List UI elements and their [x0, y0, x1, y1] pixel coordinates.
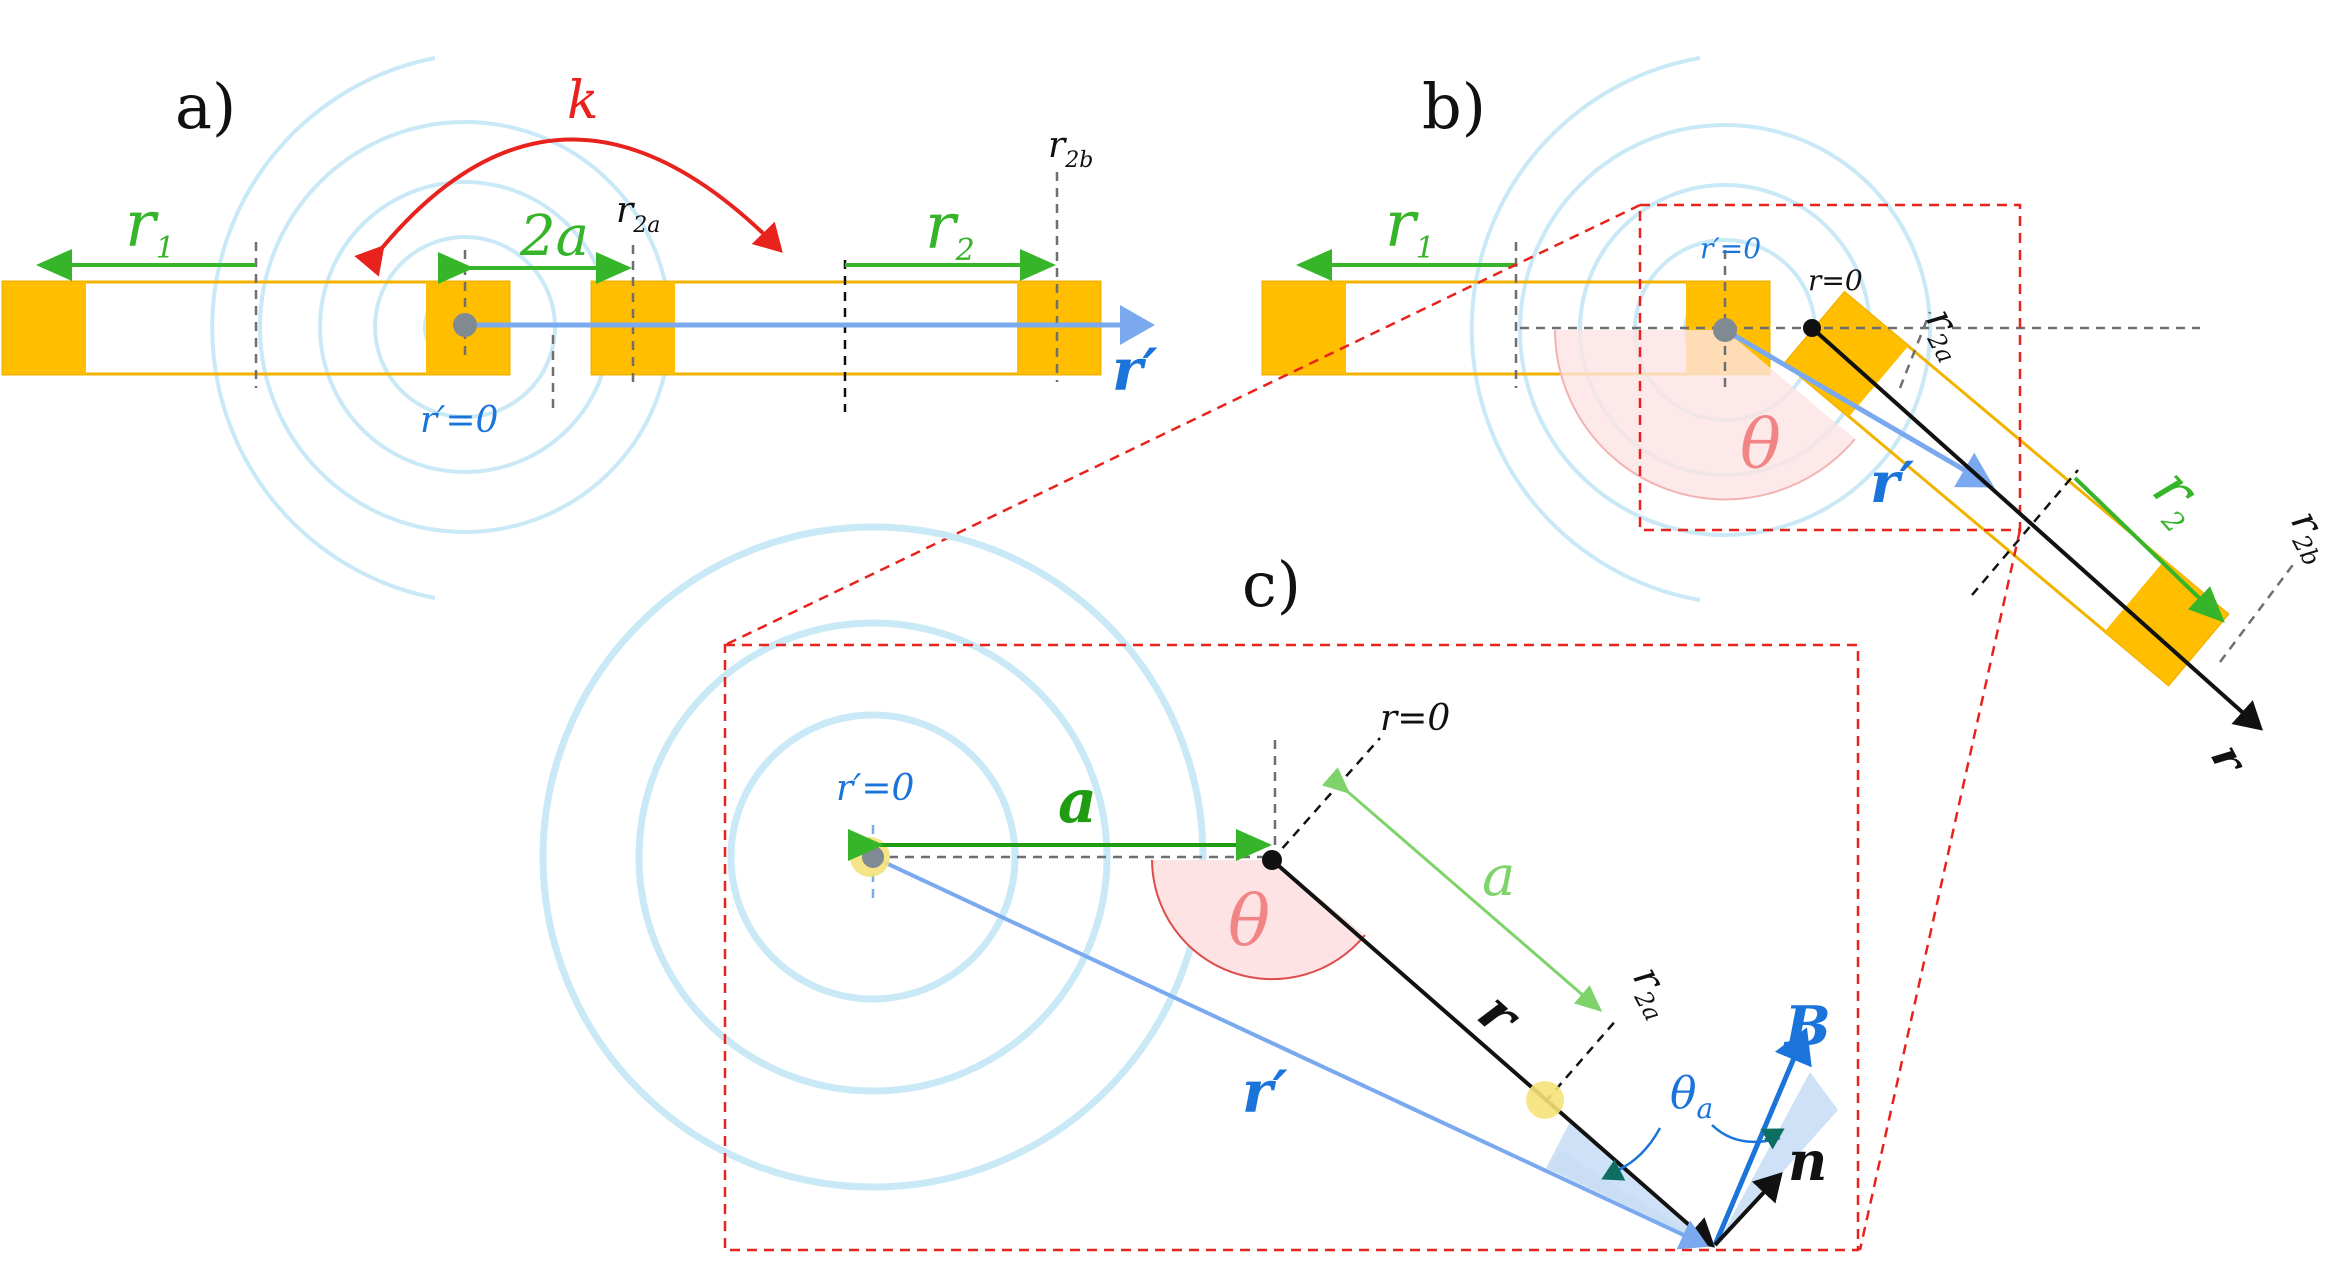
svg-text:r2a: r2a — [1620, 959, 1687, 1025]
svg-text:r2a: r2a — [616, 190, 660, 238]
zoom-box-detail — [723, 643, 1860, 1252]
wave-arc — [1469, 56, 1701, 602]
rprime-label: r′ — [1112, 336, 1158, 404]
n-label: n — [1788, 1129, 1827, 1193]
theta-sector — [1555, 330, 1855, 500]
theta-a-arrowhead-left — [1601, 1159, 1626, 1181]
theta-label: θ — [1740, 406, 1781, 485]
panel-a-label: a) — [175, 70, 236, 143]
r2b-subscript: 2b — [1064, 148, 1093, 173]
B-label: B — [1783, 994, 1831, 1058]
panel-b: b) r1 r′=0 r=0 r2a θ r′ r2 r2b r — [1261, 56, 2327, 783]
guide-line — [1271, 737, 1381, 861]
svg-text:θa: θa — [1670, 1068, 1713, 1125]
theta-a-curve-right — [1711, 1124, 1781, 1144]
r-label: r — [2200, 736, 2257, 783]
r-zero-label: r=0 — [1380, 698, 1450, 739]
rprime-label: r′ — [1870, 450, 1915, 516]
svg-text:r1: r1 — [1385, 188, 1435, 266]
wave-ring — [1518, 123, 1932, 537]
source-point — [453, 313, 477, 337]
element-r1-left-cap — [1263, 282, 1346, 374]
theta-sector — [1152, 860, 1365, 980]
r-origin-point — [1803, 319, 1821, 337]
a-label-horizontal: a — [1058, 767, 1097, 837]
theta-a-wedge-right — [1715, 1072, 1838, 1248]
rprime-arrow — [1723, 327, 1995, 488]
rprime-zero-label: r′=0 — [836, 768, 914, 809]
element-r2-right-cap — [1017, 282, 1100, 374]
n-vector — [1713, 1172, 1783, 1247]
B-vector — [1712, 1027, 1812, 1246]
two-a-label: 2a — [519, 204, 589, 269]
guide-line — [1898, 311, 1932, 389]
a-arrow-diagonal — [1321, 767, 1603, 1012]
element-r2-right-cap — [2104, 560, 2228, 685]
a-label-diagonal: a — [1482, 844, 1515, 909]
panel-c: c) r′=0 a r=0 a θ r2a r r′ θa B n — [539, 523, 1860, 1252]
theta-a-arrowhead-right — [1760, 1128, 1785, 1150]
rprime-label: r′ — [1242, 1058, 1288, 1126]
rprime-zero-label: r′=0 — [1700, 232, 1761, 265]
theta-arc — [1554, 329, 1856, 501]
r-origin-point — [1262, 850, 1282, 870]
r-zero-label: r=0 — [1808, 264, 1863, 297]
rprime-zero-label: r′=0 — [420, 400, 498, 441]
r1-label: r — [1385, 188, 1419, 262]
element-r1-left-cap — [3, 282, 86, 374]
panel-a: a) k 2a r1 r2 r2a r2b r′ r′=0 — [1, 56, 1158, 600]
svg-text:r2: r2 — [2136, 455, 2222, 539]
svg-text:r2: r2 — [925, 190, 975, 268]
svg-text:r2b: r2b — [2278, 503, 2327, 570]
r2a-label: r — [616, 190, 635, 231]
zoom-connector — [1858, 529, 2022, 1251]
theta-a-label: θ — [1670, 1068, 1697, 1119]
theta-a-wedge-left — [1546, 1122, 1715, 1248]
zoom-connector — [724, 203, 1641, 647]
r-arrow — [1810, 326, 2263, 731]
receiver-point — [1526, 1081, 1564, 1119]
k-arc-arrow — [354, 137, 783, 277]
rprime-arrow — [872, 855, 1709, 1250]
r2-arrow — [2073, 476, 2225, 623]
theta-label: θ — [1228, 880, 1270, 962]
source-point — [1713, 318, 1737, 342]
wave-arc — [210, 56, 436, 600]
r2a-subscript: 2a — [632, 213, 660, 238]
panel-c-label: c) — [1242, 548, 1301, 621]
r2-subscript: 2 — [955, 233, 975, 268]
r2-label: r — [925, 190, 959, 264]
r1-label: r — [125, 188, 159, 262]
guide-line — [2219, 561, 2296, 663]
svg-text:r2b: r2b — [1048, 125, 1093, 173]
theta-a-subscript: a — [1697, 1092, 1714, 1125]
source-point — [862, 846, 884, 868]
svg-text:r1: r1 — [125, 188, 175, 266]
panel-b-label: b) — [1422, 70, 1486, 143]
guide-line — [1971, 469, 2079, 596]
r1-subscript: 1 — [1416, 231, 1435, 266]
r2b-label: r — [1048, 125, 1067, 166]
k-label: k — [567, 71, 599, 131]
r1-subscript: 1 — [156, 231, 175, 266]
zoom-box — [1638, 203, 2022, 532]
